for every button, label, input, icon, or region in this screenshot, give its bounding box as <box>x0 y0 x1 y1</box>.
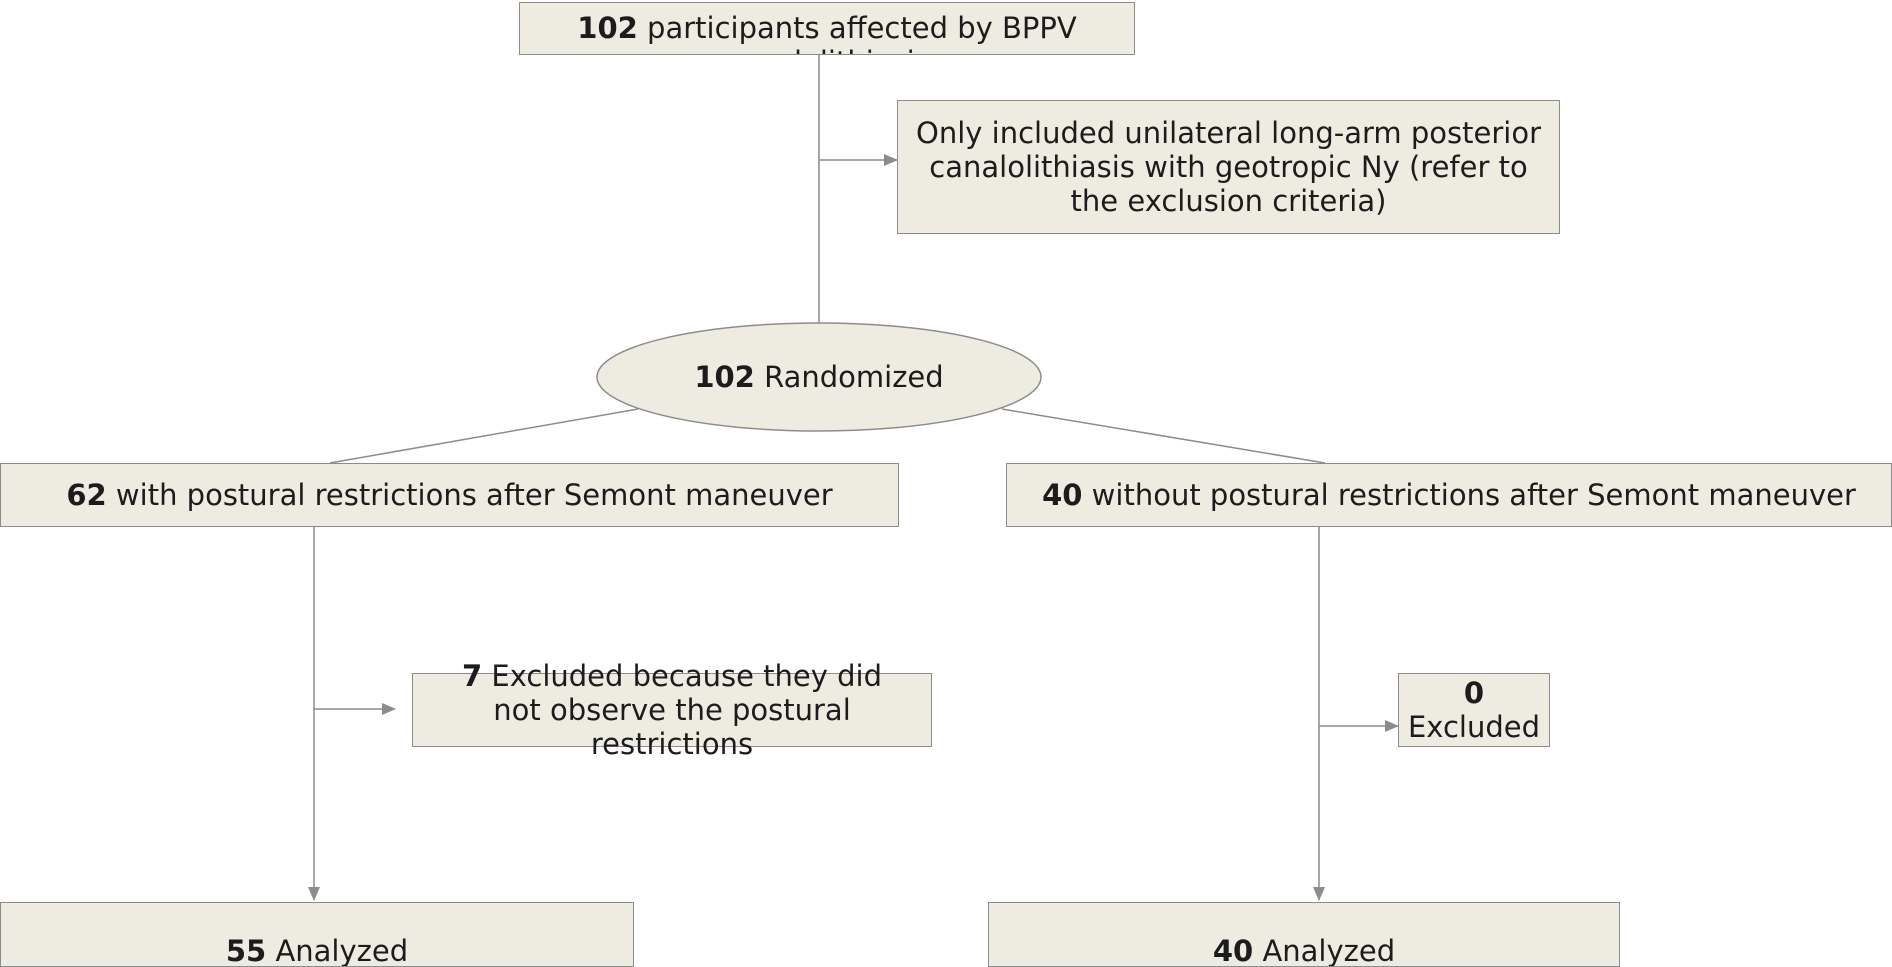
connector-randomized-right <box>1001 408 1326 464</box>
participants-text: 102 participants affected by BPPV canalo… <box>520 11 1134 54</box>
inclusion-box: Only included unilateral long-arm poster… <box>897 100 1560 234</box>
analyzed-left-count: 55 <box>225 934 267 967</box>
participants-box: 102 participants affected by BPPV canalo… <box>519 2 1135 55</box>
excluded-right-box: 0 Excluded <box>1398 673 1550 747</box>
excluded-right-label: Excluded <box>1407 710 1540 744</box>
randomized-node: 102 Randomized <box>597 323 1041 431</box>
without-restrictions-box: 40 without postural restrictions after S… <box>1006 463 1892 527</box>
randomized-label: Randomized <box>764 360 944 394</box>
analyzed-right-box: 40 Analyzed <box>988 902 1620 967</box>
participants-count: 102 <box>577 11 638 45</box>
analyzed-left-box: 55 Analyzed <box>0 902 634 967</box>
participants-label: participants affected by BPPV canalolith… <box>647 11 1077 54</box>
inclusion-text: Only included unilateral long-arm poster… <box>916 116 1541 218</box>
excluded-left-box: 7 Excluded because they did not observe … <box>412 659 932 761</box>
with-restrictions-label: with postural restrictions after Semont … <box>115 478 833 512</box>
connector-randomized-left <box>329 408 639 464</box>
analyzed-right-count: 40 <box>1212 934 1254 967</box>
without-restrictions-label: without postural restrictions after Semo… <box>1091 478 1856 512</box>
with-restrictions-count: 62 <box>66 478 107 512</box>
without-restrictions-count: 40 <box>1042 478 1083 512</box>
excluded-left-count: 7 <box>462 659 483 693</box>
with-restrictions-box: 62 with postural restrictions after Semo… <box>0 463 899 527</box>
excluded-left-label: Excluded because they did not observe th… <box>491 659 882 761</box>
excluded-right-count: 0 <box>1463 676 1485 710</box>
analyzed-right-label: Analyzed <box>1262 934 1396 967</box>
analyzed-left-label: Analyzed <box>275 934 409 967</box>
randomized-count: 102 <box>694 360 755 394</box>
